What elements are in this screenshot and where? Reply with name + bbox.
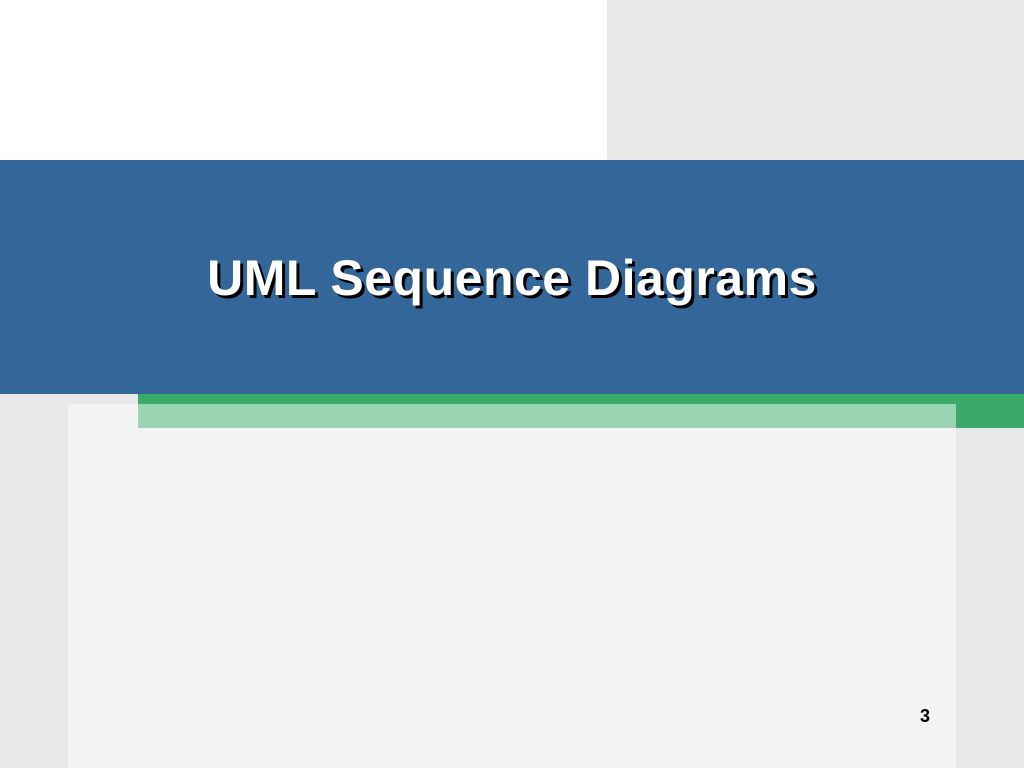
slide-title: UML Sequence Diagrams	[207, 250, 817, 306]
accent-stripe-light-green	[138, 404, 956, 428]
title-band: UML Sequence Diagrams	[0, 160, 1024, 394]
background-block-top-right	[607, 0, 1024, 160]
page-number: 3	[919, 706, 930, 726]
content-panel	[68, 404, 956, 768]
